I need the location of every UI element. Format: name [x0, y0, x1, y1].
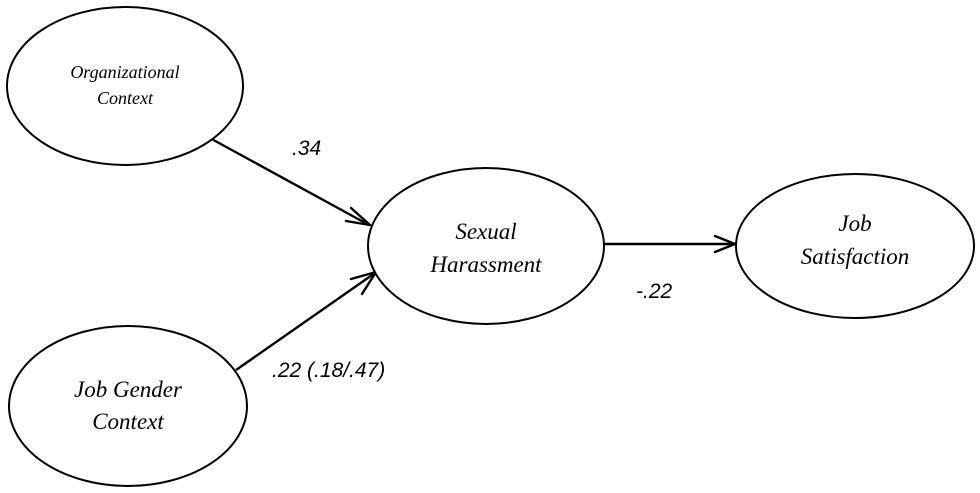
edge-gender-to-harassment	[235, 270, 378, 371]
coefficient-gender-to-harassment: .22 (.18/.47)	[272, 359, 385, 382]
node-organizational-context: Organizational Context	[6, 6, 244, 166]
node-label-line2: Context	[97, 88, 154, 108]
edge-harassment-to-satisfaction	[604, 234, 737, 254]
node-label-line1: Sexual	[455, 219, 516, 244]
coefficient-harassment-to-satisfaction: -.22	[636, 280, 673, 303]
node-sexual-harassment: Sexual Harassment	[367, 167, 605, 325]
node-label-line1: Organizational	[70, 62, 179, 82]
node-job-satisfaction: Job Satisfaction	[735, 173, 975, 319]
coefficient-org-to-harassment: .34	[292, 137, 321, 160]
edge-line	[207, 135, 370, 227]
edge-org-to-harassment	[207, 135, 372, 227]
edge-line	[235, 272, 376, 371]
arrowhead-icon	[713, 234, 737, 254]
node-job-gender-context: Job Gender Context	[8, 325, 248, 487]
node-label-line1: Job	[838, 211, 871, 236]
node-label-line1: Job Gender	[74, 377, 183, 402]
node-label-line2: Context	[92, 409, 164, 434]
node-label-line2: Satisfaction	[801, 244, 910, 269]
node-label-line2: Harassment	[429, 252, 542, 277]
arrowhead-icon	[344, 206, 372, 227]
